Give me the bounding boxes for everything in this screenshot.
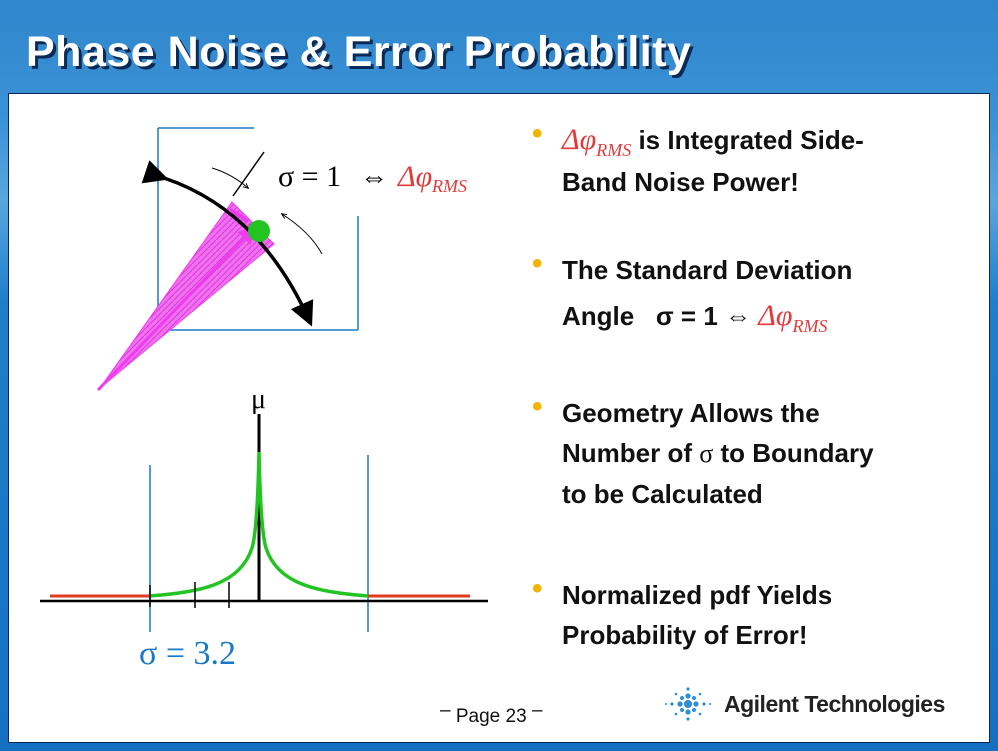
bullet-3-line2: Number of [562,438,692,468]
bullet-2: • The Standard Deviation Angle σ = 1 ⇔ Δ… [532,247,853,346]
symbol-point [248,220,270,242]
bullet-dot-icon: • [532,572,543,605]
bullet-1-line2: Band Noise Power! [562,167,799,197]
bullet-2-math: Δφ [758,299,793,332]
bullet-dot-icon: • [532,390,543,423]
sigma-one-label: σ = 1 [278,160,341,193]
agilent-logo: Agilent Technologies [664,680,974,728]
sigma-value-label: σ = 3.2 [139,635,236,672]
page-label: Page 23 [455,706,527,727]
bullet-4-line1: Normalized pdf Yields [562,580,833,610]
bullet-2-sub: RMS [792,316,828,336]
slide-title: Phase Noise & Error Probability [26,28,692,76]
bullet-dot-icon: • [532,117,543,150]
phase-vector [96,225,257,392]
bullet-3-sigma: σ [699,439,714,468]
brand-name: Agilent Technologies [724,690,945,717]
bullet-1-text: is Integrated Side- [631,125,864,155]
page-number: – Page 23 – [440,700,543,727]
bullet-2-line1: The Standard Deviation [562,255,853,285]
iff-symbol: ⇔ [360,162,388,193]
bullet-3: • Geometry Allows the Number of σ to Bou… [532,390,874,514]
pdf-plot [40,414,488,632]
bullet-2-prefix: Angle [562,301,635,331]
bullet-4-line2: Probability of Error! [562,620,808,650]
bullet-3-line1: Geometry Allows the [562,398,820,428]
bullet-3-line2-suffix: to Boundary [720,438,874,468]
bullet-2-iff: ⇔ [725,301,752,331]
bullet-4: • Normalized pdf Yields Probability of E… [532,572,833,655]
bullet-2-sigma-eq: σ = 1 [655,301,718,331]
bullet-dot-icon: • [532,247,543,280]
bullet-1: • ΔφRMS is Integrated Side- Band Noise P… [532,117,864,202]
mu-label: μ [251,384,266,415]
pdf-curve [149,451,369,598]
bullet-1-sub: RMS [596,140,632,160]
rms-subscript: RMS [431,176,467,196]
bullet-3-line3: to be Calculated [562,479,763,509]
agilent-spark-icon [665,687,711,721]
bullet-1-math: Δφ [562,123,597,156]
delta-phi-label: Δφ [397,160,432,193]
